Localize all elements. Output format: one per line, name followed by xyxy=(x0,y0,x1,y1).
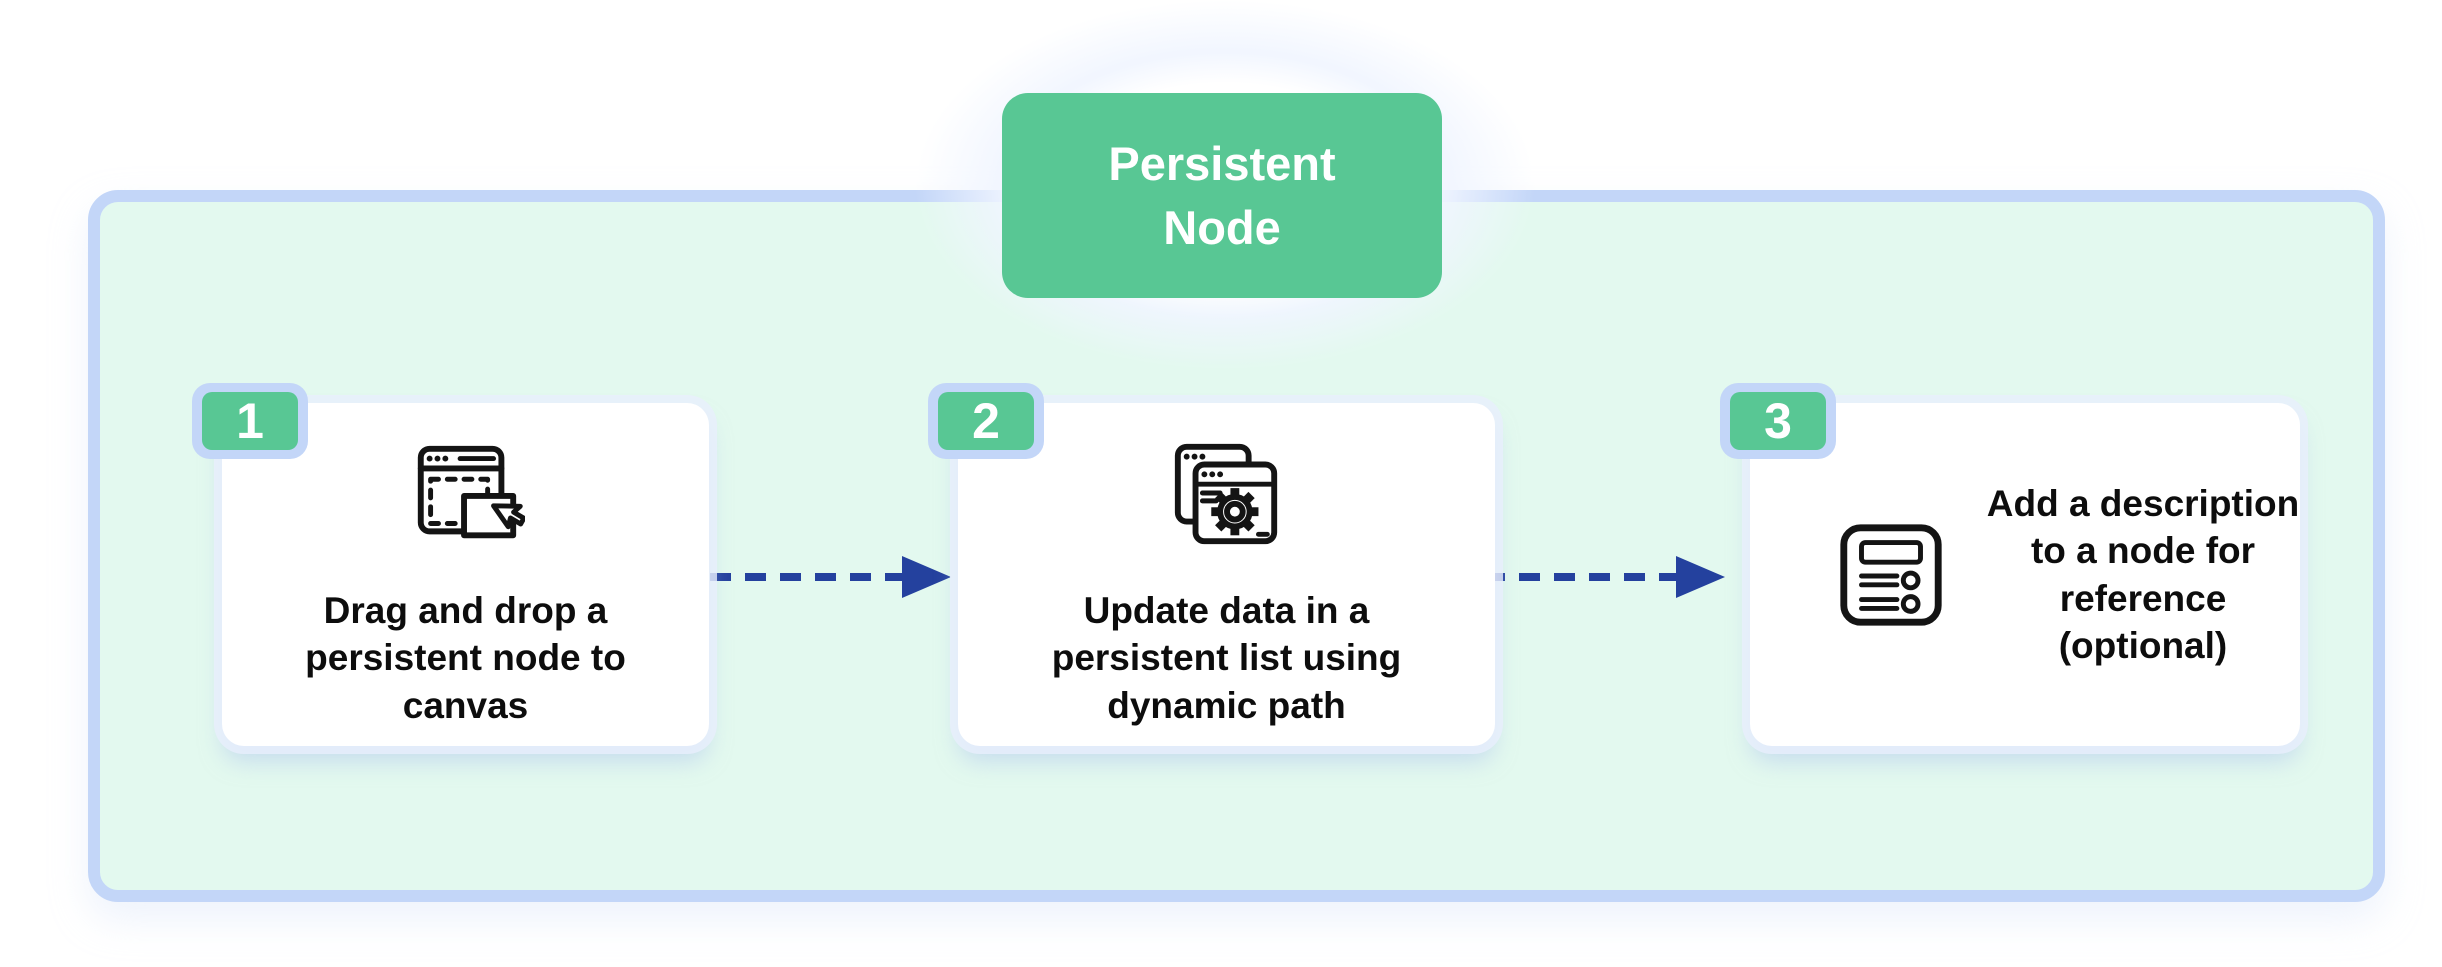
step-card-2: 2 xyxy=(928,383,1495,746)
persistent-node-badge: Persistent Node xyxy=(1002,93,1442,298)
description-list-icon xyxy=(1832,516,1950,634)
dashed-arrow-icon xyxy=(1484,556,1725,598)
step-number-1: 1 xyxy=(202,392,298,450)
step-label-2: Update data in a persistent list using d… xyxy=(1051,590,1402,726)
step-number-badge-2: 2 xyxy=(928,383,1044,459)
step-label-1: Drag and drop a persistent node to canva… xyxy=(305,590,626,726)
drag-drop-window-icon xyxy=(407,435,525,553)
step-number-3: 3 xyxy=(1730,392,1826,450)
flow-arrow-2 xyxy=(1482,553,1727,601)
window-settings-gear-icon xyxy=(1168,435,1286,553)
step-label-3: Add a description to a node for referenc… xyxy=(1986,482,2300,666)
dashed-arrow-icon xyxy=(710,556,951,598)
step-card-3: 3 Add a description to a node for refere… xyxy=(1720,383,2300,746)
step-card-1: 1 Drag and drop a persistent node to can… xyxy=(192,383,709,746)
step-number-2: 2 xyxy=(938,392,1034,450)
step-number-badge-3: 3 xyxy=(1720,383,1836,459)
persistent-node-label: Persistent Node xyxy=(1108,136,1336,254)
step-number-badge-1: 1 xyxy=(192,383,308,459)
flow-arrow-1 xyxy=(708,553,953,601)
